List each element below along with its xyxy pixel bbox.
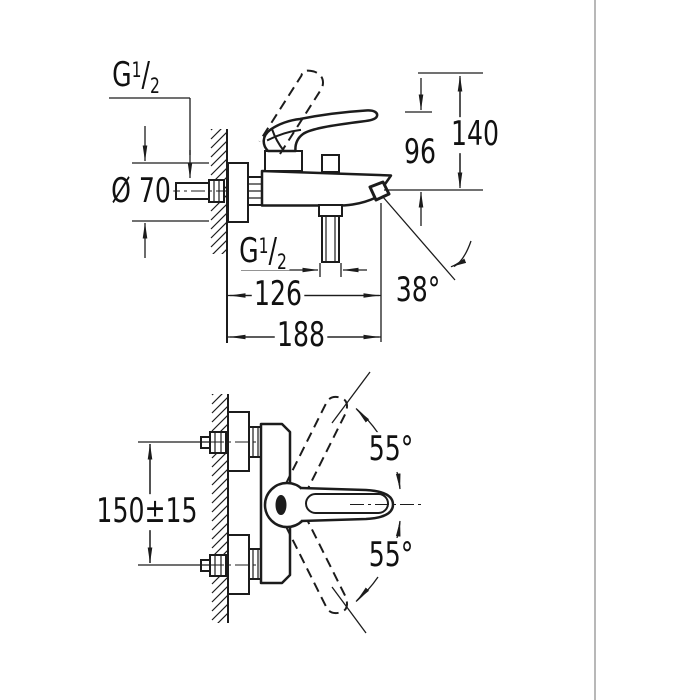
cartridge-housing xyxy=(264,150,303,172)
dim-angle-38 xyxy=(382,196,472,281)
label-188: 188 xyxy=(274,317,328,354)
label-96: 96 xyxy=(401,134,439,171)
lever-handle-raised-dashed xyxy=(258,69,324,155)
lever-dashed-up xyxy=(284,395,349,496)
image-border-line xyxy=(594,0,596,700)
label-angle-55-up: 55° xyxy=(366,431,416,468)
label-thread-outlet: G1/2 xyxy=(236,233,290,273)
dim-diameter-70 xyxy=(132,126,209,258)
label-angle-55-down: 55° xyxy=(366,537,416,574)
lever-detail-line-2 xyxy=(266,128,302,142)
lever-hole xyxy=(275,495,287,515)
dim-angle-55-down xyxy=(331,520,401,634)
dim-thread-top xyxy=(109,97,193,179)
body-union-side xyxy=(247,176,263,206)
aerator-icon xyxy=(368,180,391,202)
label-126: 126 xyxy=(251,276,305,313)
label-140: 140 xyxy=(448,116,502,153)
wall-hatch-plan xyxy=(211,394,228,623)
label-angle-38: 38° xyxy=(393,272,443,309)
label-150: 150±15 xyxy=(94,493,200,530)
plan-view xyxy=(138,371,424,634)
lever-inset-plan xyxy=(305,493,389,514)
label-diameter-70: Ø 70 xyxy=(108,173,174,210)
lever-dashed-down xyxy=(284,514,349,615)
side-view xyxy=(109,69,483,343)
escutcheon-side xyxy=(227,162,249,223)
wall-hatch-side xyxy=(210,129,227,254)
label-thread-top: G1/2 xyxy=(109,57,163,97)
diverter-knob xyxy=(321,154,340,173)
lever-handle-side xyxy=(262,109,379,153)
shower-outlet xyxy=(318,204,343,263)
